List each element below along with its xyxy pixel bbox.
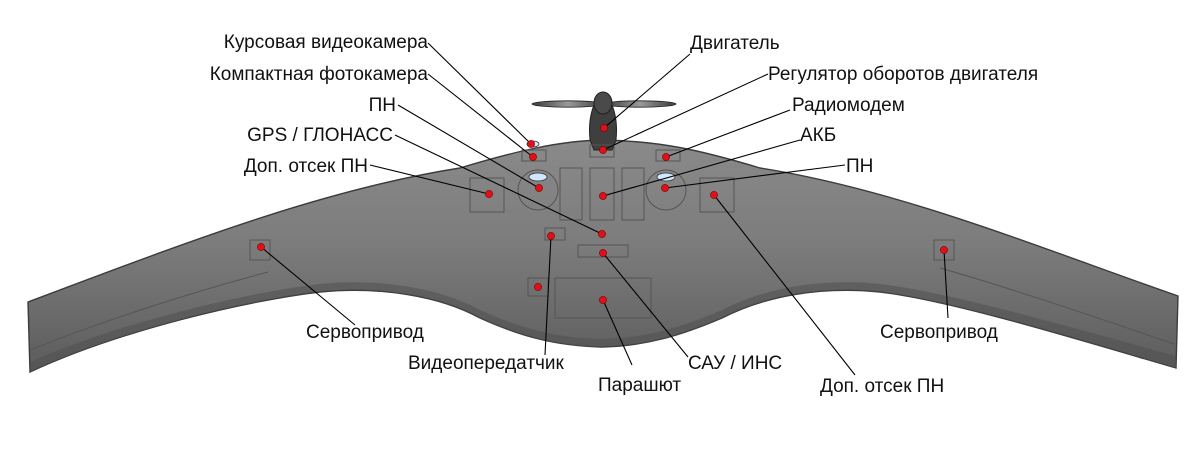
label-extra-bay-right: Доп. отсек ПН [820,376,944,397]
marker-course-camera [527,140,535,148]
label-payload-top: ПН [369,95,396,116]
bay-servo-left [249,239,271,261]
label-parachute: Парашют [598,375,681,396]
bay-battery-2 [589,167,615,221]
marker-battery [599,192,607,200]
bay-autopilot [577,244,629,258]
bay-payload-right-round [645,169,687,211]
marker-esc [599,146,607,154]
component-markers [257,124,948,304]
marker-parachute [599,296,607,304]
bay-battery-1 [559,167,583,221]
bay-servo-right [933,239,955,261]
marker-autopilot [599,249,607,257]
marker-extra-bay-right [710,191,718,199]
marker-video-tx-lower [534,283,542,291]
bay-course-camera [521,149,547,162]
bay-extra-left [469,177,505,213]
bay-radiomodem [655,149,681,162]
marker-gps [598,230,606,238]
marker-photo-camera [529,153,537,161]
bay-parachute [554,277,652,319]
label-battery: АКБ [800,125,836,146]
marker-servo-left [257,243,265,251]
leader-lines [260,42,949,376]
marker-payload-top [535,184,543,192]
label-servo-left: Сервопривод [306,322,424,343]
marker-payload-right [661,184,669,192]
bay-esc [589,144,615,158]
marker-radiomodem [662,153,670,161]
label-esc: Регулятор оборотов двигателя [768,64,1038,85]
label-radiomodem: Радиомодем [792,95,905,116]
label-autopilot: САУ / ИНС [688,353,782,374]
label-video-tx: Видеопередатчик [408,353,565,374]
propeller-right-blade [603,100,677,108]
propeller-hub [593,91,613,115]
label-servo-right: Сервопривод [880,322,998,343]
marker-servo-right [940,246,948,254]
label-engine: Двигатель [690,33,780,54]
label-extra-bay-left: Доп. отсек ПН [244,156,368,177]
label-gps: GPS / ГЛОНАСС [247,125,393,146]
label-course-camera: Курсовая видеокамера [224,32,429,53]
elevon-right-line [939,267,1175,345]
label-payload-right: ПН [846,156,873,177]
lens-payload-left [528,172,548,182]
bay-payload-left-round [517,169,559,211]
bay-video-tx [544,227,566,241]
marker-engine [600,124,608,132]
label-photo-camera: Компактная фотокамера [210,64,429,85]
propeller-left-blade [531,100,605,108]
bay-extra-right [699,177,735,213]
elevon-left-line [29,271,269,351]
marker-video-tx [547,232,555,240]
bay-battery-3 [621,167,645,221]
marker-extra-bay-left [485,190,493,198]
